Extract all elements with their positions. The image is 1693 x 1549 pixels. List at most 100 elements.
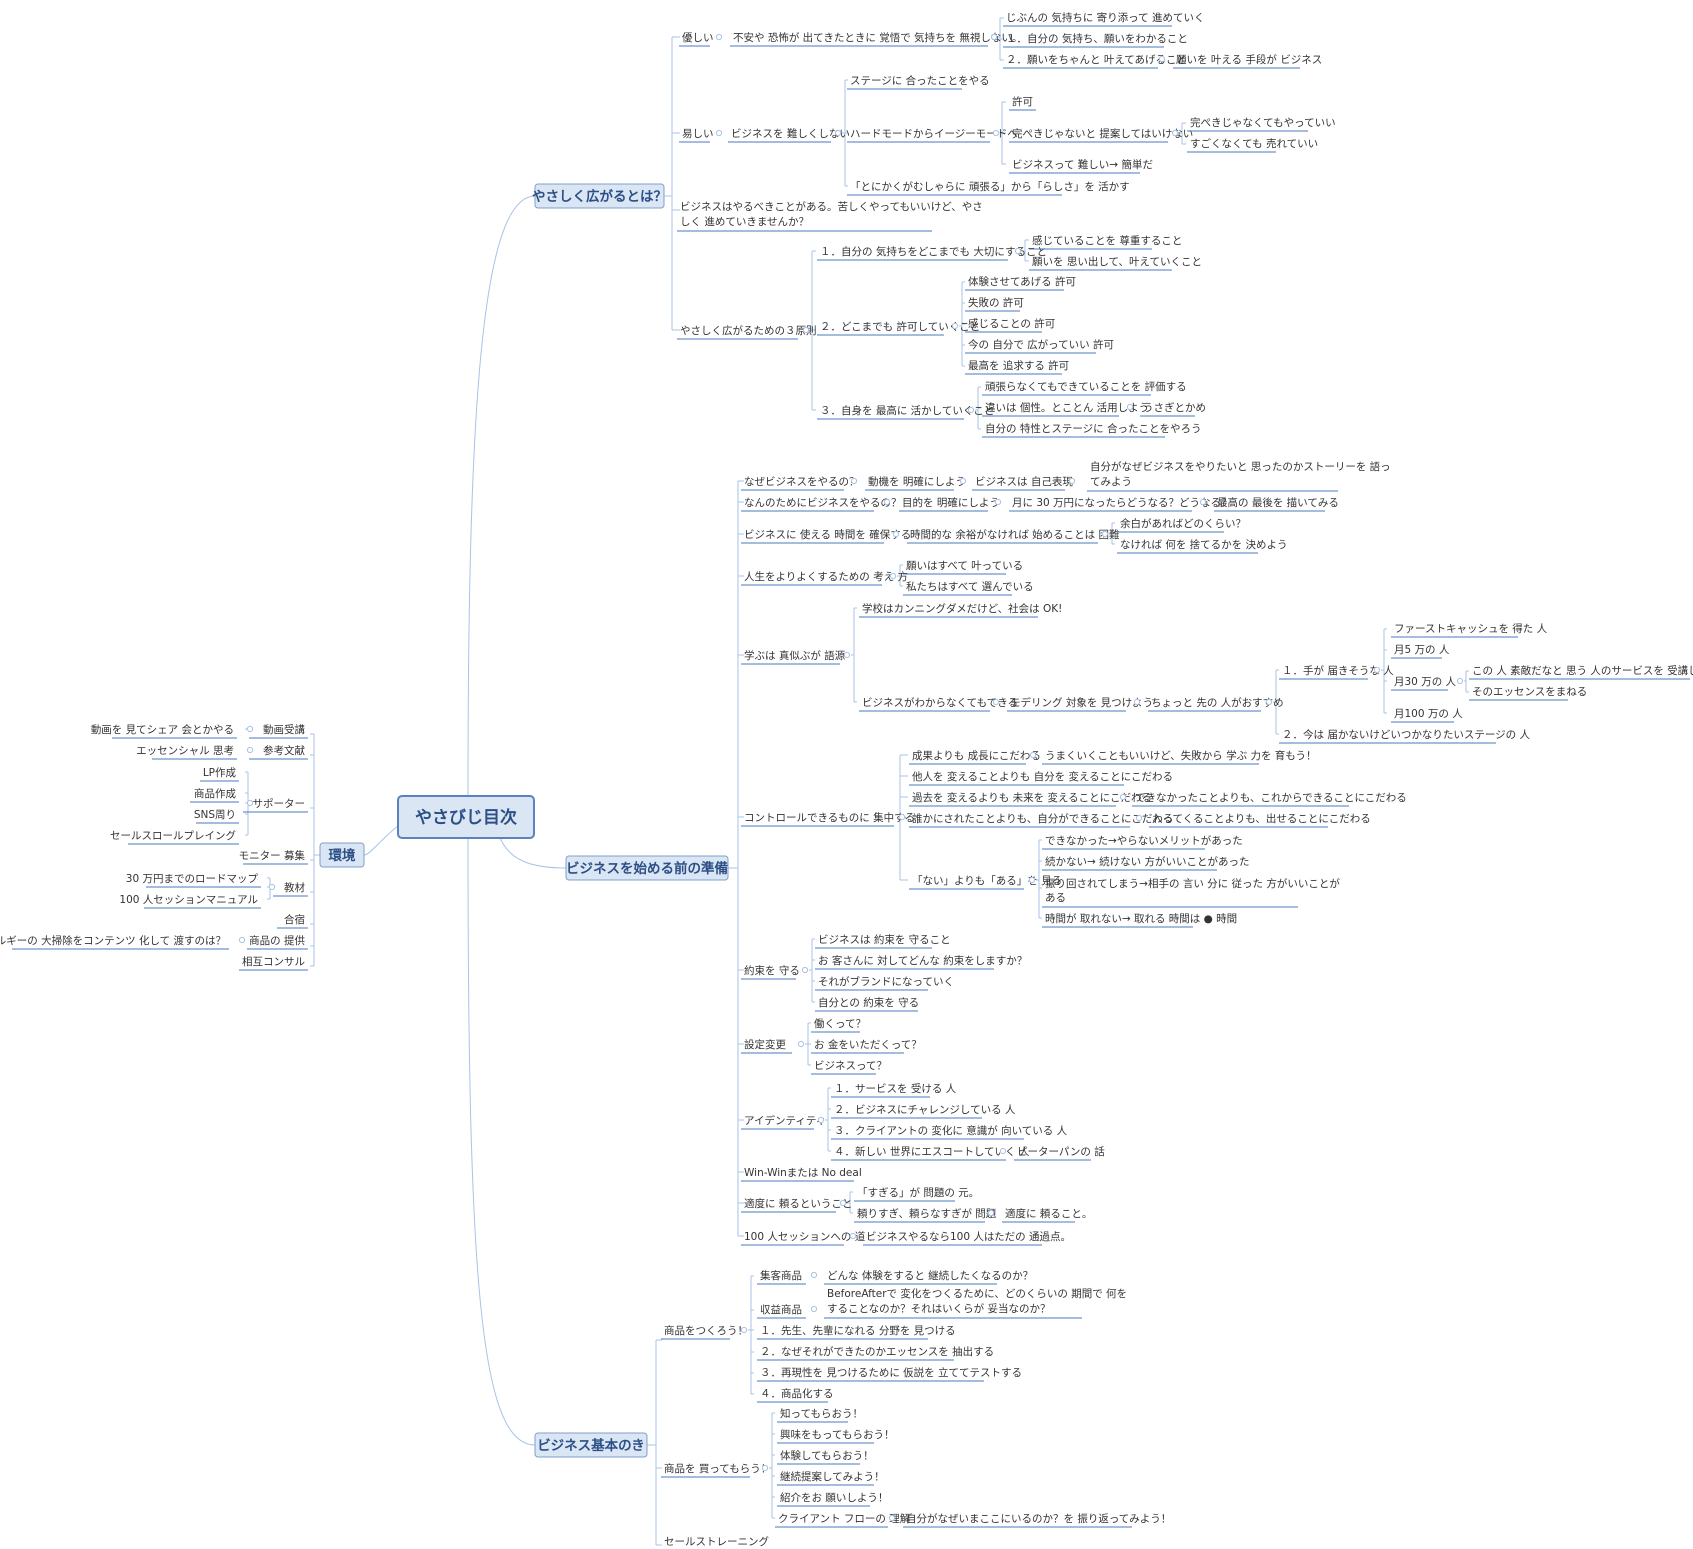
node-topic[interactable]: ２．今は 届かないけどいつかなりたいステージの 人 [1279,728,1530,744]
collapse-dot[interactable] [849,1232,857,1240]
node-topic[interactable]: 体験させてあげる 許可 [965,275,1076,291]
collapse-dot[interactable] [1171,129,1179,137]
collapse-dot[interactable] [246,746,254,754]
node-topic[interactable]: ステージに 合ったことをやる [847,74,990,90]
node-topic[interactable]: ２．なぜそれができたのかエッセンスを 抽出する [757,1345,994,1361]
collapse-dot[interactable] [268,883,276,891]
node-topic[interactable]: サポーター [243,798,308,813]
collapse-dot[interactable] [967,406,975,414]
collapse-dot[interactable] [1199,498,1207,506]
collapse-dot[interactable] [1133,698,1141,706]
node-topic[interactable]: 知ってもらおう！ [777,1407,863,1423]
node-topic[interactable]: 余白があればどのくらい？ [1117,517,1246,533]
node-topic[interactable]: アイデンティティ [741,1114,826,1130]
collapse-dot[interactable] [987,1209,995,1217]
node-topic[interactable]: コントロールできるものに 集中する [741,811,915,827]
collapse-dot[interactable] [1119,793,1127,801]
collapse-dot[interactable] [715,33,723,41]
node-topic[interactable]: 集客商品 [757,1269,806,1285]
node-topic[interactable]: 動画受講 [249,723,308,739]
node-topic[interactable]: 100 人セッションへの 道 [741,1230,866,1246]
node-topic[interactable]: どんな 体験をすると 継続したくなるのか？ [824,1269,1033,1285]
node-topic[interactable]: 30 万円までのロードマップ [126,873,261,888]
collapse-dot[interactable] [238,936,246,944]
node-topic[interactable]: 頑張らなくてもできていることを 評価する [982,380,1187,396]
node-topic[interactable]: そのエッセンスをまねる [1469,686,1587,701]
collapse-dot[interactable] [839,1199,847,1207]
node-topic[interactable]: 働くって？ [811,1017,866,1033]
node-topic[interactable]: ４．商品化する [757,1387,834,1403]
collapse-dot[interactable] [1068,477,1076,485]
node-topic[interactable]: 入ってくることよりも、出せることにこだわる [1149,812,1371,828]
collapse-dot[interactable] [1265,698,1273,706]
collapse-dot[interactable] [883,498,891,506]
node-topic[interactable]: ２．願いをちゃんと 叶えてあげること [1003,54,1187,69]
node-topic[interactable]: 約束を 守る [741,964,800,980]
node-topic[interactable]: 参考文献 [249,744,308,760]
collapse-dot[interactable] [990,33,998,41]
node-topic[interactable]: ビジネスって 難しい→ 簡単だ [1009,158,1153,174]
node-topic[interactable]: 「すぎる」が 問題の 元。 [854,1186,979,1202]
node-topic[interactable]: ハードモードからイージーモードへ [847,128,1018,143]
node-topic[interactable]: 商品の 提供 [247,934,308,950]
node-topic[interactable]: 自分との 約束を 守る [815,996,919,1012]
node-topic[interactable]: 時間的な 余裕がなければ 始めることは 困難 [907,528,1120,544]
node-topic[interactable]: ビジネスがわからなくてもできる [859,696,1018,712]
node-topic[interactable]: ビジネスに 使える 時間を 確保する [741,528,911,544]
node-topic[interactable]: 商品作成 [190,787,239,803]
collapse-dot[interactable] [797,1040,805,1048]
node-topic[interactable]: できなかったことよりも、これからできることにこだわる [1132,792,1407,807]
main-topic-node[interactable]: ビジネス基本のき [534,1432,648,1458]
collapse-dot[interactable] [1373,666,1381,674]
collapse-dot[interactable] [892,530,900,538]
node-topic[interactable]: 完ぺきじゃなくてもやっていい [1187,116,1336,132]
collapse-dot[interactable] [889,572,897,580]
collapse-dot[interactable] [992,129,1000,137]
node-topic[interactable]: １．サービスを 受ける 人 [831,1083,957,1098]
node-topic[interactable]: 月30 万の 人 [1391,676,1457,691]
collapse-dot[interactable] [810,1305,818,1313]
node-topic[interactable]: 成果よりも 成長にこだわる [909,750,1041,765]
collapse-dot[interactable] [898,813,906,821]
collapse-dot[interactable] [999,1147,1007,1155]
main-topic-node[interactable]: ビジネスを始める前の準備 [565,855,729,881]
node-topic[interactable]: 相互コンサル [239,955,308,971]
collapse-dot[interactable] [850,477,858,485]
node-topic[interactable]: 感じていることを 尊重すること [1029,234,1182,250]
node-topic[interactable]: 合宿 [277,913,308,929]
node-topic[interactable]: 人生をよりよくするための 考え 方 [741,570,908,586]
collapse-dot[interactable] [246,725,254,733]
node-topic[interactable]: やさしく広がるための３原則 [677,324,817,340]
node-topic[interactable]: 願いはすべて 叶っている [903,560,1023,575]
node-topic[interactable]: 商品をつくろう！ [661,1324,748,1340]
node-topic[interactable]: 学校はカンニングダメだけど、社会は OK! [859,602,1062,618]
node-topic[interactable]: お 客さんに 対してどんな 約束をしますか？ [815,954,1027,970]
node-topic[interactable]: 動機を 明確にしよう [865,475,966,491]
node-topic[interactable]: ３．自身を 最高に 活かしていくこと [817,404,994,420]
collapse-dot[interactable] [951,322,959,330]
node-topic[interactable]: セールストレーニング [661,1535,769,1549]
collapse-dot[interactable] [888,1514,896,1522]
node-topic[interactable]: ３．再現性を 見つけるために 仮説を 立ててテストする [757,1366,1022,1382]
node-topic[interactable]: ビジネスは 約束を 守ること [815,933,951,949]
node-topic[interactable]: ビジネスって？ [811,1060,887,1075]
node-topic[interactable]: それがブランドになっていく [815,975,954,991]
node-topic[interactable]: この 人 素敵だなと 思う 人のサービスを 受講してみる [1469,664,1693,680]
node-topic[interactable]: 最高を 追求する 許可 [965,359,1069,375]
node-topic[interactable]: 収益商品 [757,1303,806,1319]
node-topic[interactable]: セールスロールプレイング [110,829,239,845]
node-topic[interactable]: 「ない」よりも「ある」を 見る [909,875,1062,890]
collapse-dot[interactable] [761,1464,769,1472]
node-topic[interactable]: 興味をもってもらおう！ [777,1429,894,1444]
node-topic[interactable]: 完ぺきじゃないと 提案してはいけない [1009,127,1193,143]
collapse-dot[interactable] [1014,247,1022,255]
collapse-dot[interactable] [801,966,809,974]
node-topic[interactable]: できなかった→やらないメリットがあった [1042,834,1243,850]
node-topic[interactable]: Win-Winまたは No deal [741,1167,862,1182]
node-topic[interactable]: エネルギーの 大掃除をコンテンツ 化して 渡すのは？ [0,934,229,950]
collapse-dot[interactable] [1135,814,1143,822]
node-topic[interactable]: 優しい [679,31,714,47]
collapse-dot[interactable] [992,698,1000,706]
node-topic[interactable]: じぶんの 気持ちに 寄り添って 進めていく [1003,11,1205,27]
collapse-dot[interactable] [1456,677,1464,685]
